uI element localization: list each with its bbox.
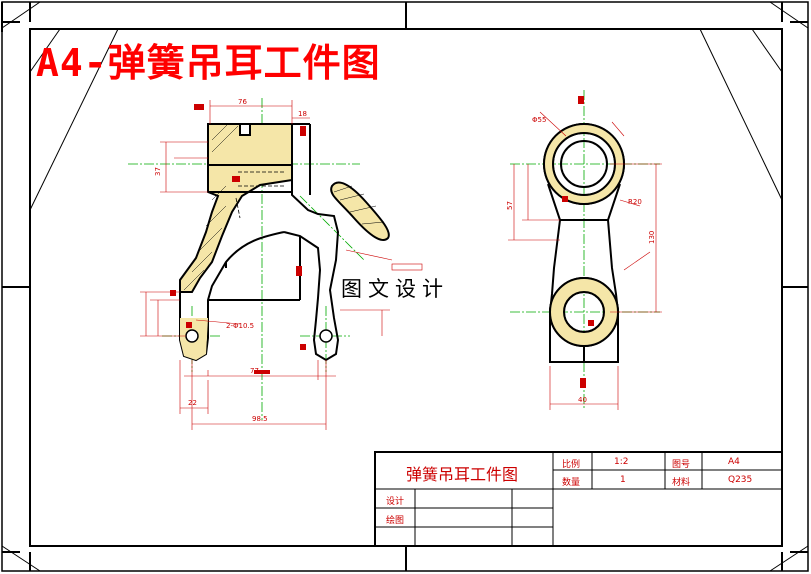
front-right-hole xyxy=(319,329,333,343)
front-hidden-lines xyxy=(235,171,286,219)
title-block-grid xyxy=(374,451,783,547)
title-block-designer-label: 设计 xyxy=(386,497,405,507)
title-block-drawing-no-label: 图号 xyxy=(672,460,691,470)
title-block-quantity-label: 数量 xyxy=(562,478,581,488)
dim-front-bottom-left: 22 xyxy=(188,399,197,407)
front-hatched-section xyxy=(179,123,293,293)
watermark-text: 图文设计 xyxy=(339,273,451,303)
dim-front-left-height: 37 xyxy=(154,167,162,176)
dim-side-top-dia: Φ55 xyxy=(532,116,546,124)
drawing-heading: A4-弹簧吊耳工件图 xyxy=(36,41,381,85)
title-block-drafter-label: 绘图 xyxy=(386,516,405,526)
side-view: Φ55 57 130 R20 40 xyxy=(506,90,662,410)
title-block-material-label: 材料 xyxy=(672,478,691,488)
title-block-part-name: 弹簧吊耳工件图 xyxy=(406,465,519,484)
title-block-scale-label: 比例 xyxy=(562,460,581,470)
dim-front-base-width: 77 xyxy=(250,367,259,375)
title-block-material-value: Q235 xyxy=(728,475,753,485)
side-marks xyxy=(562,96,594,388)
dim-front-hole-note: 2-Φ10.5 xyxy=(226,322,254,330)
title-block-quantity-value: 1 xyxy=(620,475,626,485)
front-view: 76 18 37 77 98.5 22 2-Φ10.5 xyxy=(128,98,423,430)
front-hatch-lines xyxy=(183,123,239,291)
dim-front-top-right: 18 xyxy=(298,110,307,118)
auxiliary-section xyxy=(330,181,390,241)
title-block-scale-value: 1:2 xyxy=(614,457,629,467)
side-dimension-lines xyxy=(508,111,662,410)
front-marks xyxy=(170,104,423,374)
dim-side-left-height: 57 xyxy=(506,201,514,210)
dim-front-top-width: 76 xyxy=(238,98,247,106)
dim-side-bottom-width: 40 xyxy=(578,396,587,404)
side-bottom-ring-fill xyxy=(549,278,618,346)
dim-side-height: 130 xyxy=(648,231,656,244)
front-dimension-lines xyxy=(140,100,393,430)
dim-front-overall-width: 98.5 xyxy=(252,415,268,423)
title-block-drawing-no-value: A4 xyxy=(728,457,740,467)
dim-side-r1: R20 xyxy=(628,198,642,206)
